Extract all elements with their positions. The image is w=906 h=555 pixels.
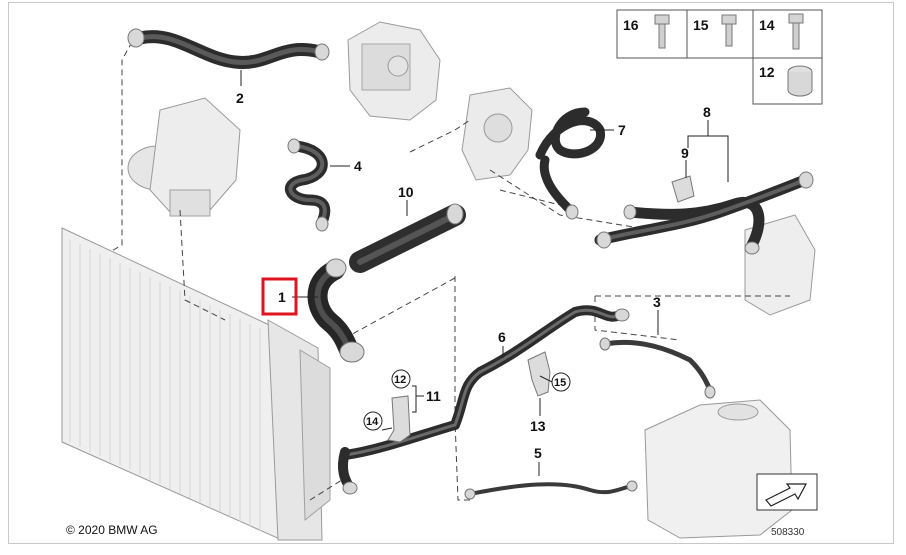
selected-part-highlight[interactable] xyxy=(261,277,298,316)
sleeve-12-icon xyxy=(787,65,813,97)
svg-text:12: 12 xyxy=(394,374,406,386)
part-label-13: 13 xyxy=(530,418,546,434)
leader-lines xyxy=(109,41,790,501)
label-leaders xyxy=(240,70,729,476)
fastener-legend: 16 15 14 12 xyxy=(616,9,823,105)
radiator xyxy=(61,227,331,541)
bracket-13 xyxy=(527,351,551,397)
svg-text:14: 14 xyxy=(366,416,379,428)
direction-arrow-box xyxy=(756,473,818,511)
part-label-7: 7 xyxy=(618,122,626,138)
part-label-11: 11 xyxy=(426,388,441,404)
part-label-4: 4 xyxy=(354,158,362,174)
part-label-3: 3 xyxy=(653,294,661,310)
diagram-frame xyxy=(8,2,894,544)
part-label-9: 9 xyxy=(681,145,689,161)
part-label-8: 8 xyxy=(703,104,711,120)
expansion-tank-lower xyxy=(644,399,793,539)
svg-text:15: 15 xyxy=(554,377,566,389)
bracket-11 xyxy=(387,395,411,443)
part-label-10: 10 xyxy=(398,184,414,200)
callout-15: 15 xyxy=(551,372,571,392)
callout-14: 14 xyxy=(363,411,383,431)
bolt-16-icon xyxy=(654,14,670,49)
turbo-housing xyxy=(127,97,241,217)
expansion-tank-upper xyxy=(744,214,816,316)
part-label-1: 1 xyxy=(278,289,286,305)
callout-12: 12 xyxy=(391,369,411,389)
engine-block xyxy=(347,21,441,121)
legend-label-16: 16 xyxy=(623,17,639,33)
diagram-number: 508330 xyxy=(771,527,805,538)
part-label-6: 6 xyxy=(498,329,506,345)
legend-label-12: 12 xyxy=(759,64,775,80)
part-label-2: 2 xyxy=(236,90,244,106)
clip-9 xyxy=(671,175,695,203)
clamps xyxy=(127,28,814,500)
legend-label-14: 14 xyxy=(759,17,775,33)
bolt-14-icon xyxy=(788,13,804,50)
part-label-5: 5 xyxy=(534,445,542,461)
thermostat-housing xyxy=(461,87,533,181)
bolt-15-icon xyxy=(721,14,737,47)
copyright-notice: © 2020 BMW AG xyxy=(66,523,158,537)
legend-label-15: 15 xyxy=(693,17,709,33)
